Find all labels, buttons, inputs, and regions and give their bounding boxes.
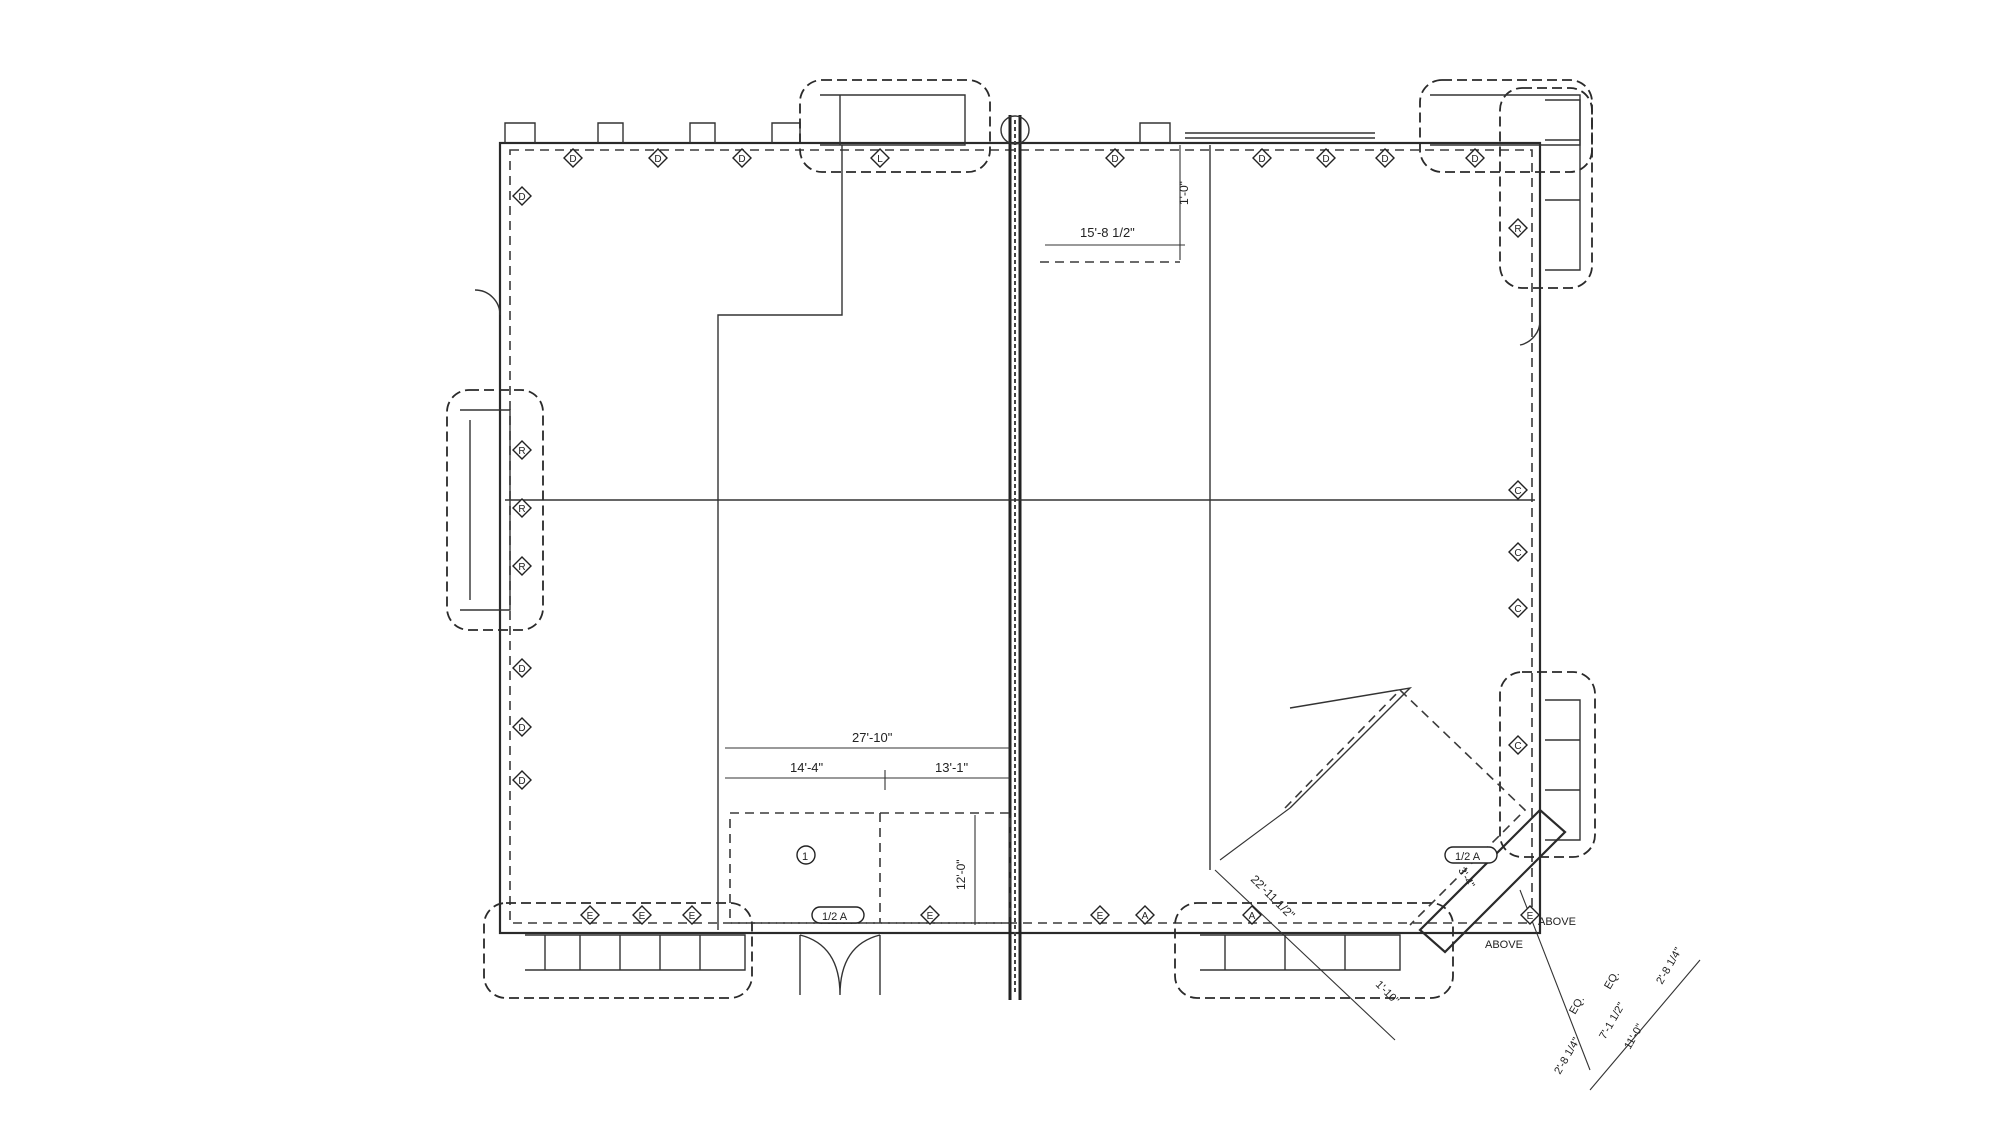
wall-tags: D D D L D D D D D D R R R D D D R C C C C E E E E E A A E (512, 148, 1540, 925)
wall-tag-top-3: D (732, 148, 752, 168)
window-details (460, 94, 1581, 971)
wall-tag-label: D (1322, 154, 1329, 165)
angled-vestibule (1214, 686, 1567, 1041)
dim-bottom-left: 14'-4" (790, 760, 824, 775)
wall-tag-left-7: D (512, 770, 532, 790)
wall-tag-left-6: D (512, 717, 532, 737)
dim-top-right-vertical: 1'-0" (1177, 181, 1191, 205)
wall-tag-left-5: D (512, 658, 532, 678)
wall-tag-label: E (587, 911, 594, 922)
dim-diagonal-small: 1'-10" (1373, 979, 1401, 1007)
wall-tag-left-1: D (512, 186, 532, 206)
wall-tag-bottom-2: E (632, 905, 652, 925)
wall-tag-bottom-3: E (682, 905, 702, 925)
wall-tag-bottom-1: E (580, 905, 600, 925)
wall-tag-label: R (518, 446, 525, 457)
wall-tag-label: C (1514, 604, 1521, 615)
above-label-1: ABOVE (1538, 916, 1576, 928)
wall-tag-label: R (1514, 224, 1521, 235)
wall-tag-label: D (1471, 154, 1478, 165)
wall-tag-right-1: R (1508, 218, 1528, 238)
wall-tag-label: C (1514, 548, 1521, 559)
wall-tag-label: D (569, 154, 576, 165)
wall-tag-top-9: D (1465, 148, 1485, 168)
wall-tag-label: A (1142, 911, 1149, 922)
wall-tag-bottom-5: E (1090, 905, 1110, 925)
wall-tag-left-3: R (512, 498, 532, 518)
wall-tag-top-8: D (1375, 148, 1395, 168)
dimension-lines (725, 244, 1701, 1091)
detail-callout-right: 1/2 A (1455, 851, 1481, 863)
dim-stack-a: 2'-8 1/4" (1552, 1036, 1583, 1077)
wall-tag-label: R (518, 504, 525, 515)
wall-tag-label: C (1514, 741, 1521, 752)
wall-tag-label: D (1111, 154, 1118, 165)
wall-tag-left-4: R (512, 556, 532, 576)
entry-doors (474, 289, 1541, 996)
dim-stack-b: 7'-1 1/2" (1597, 1001, 1628, 1042)
wall-tag-bottom-7: A (1242, 905, 1262, 925)
wall-tag-label: E (1097, 911, 1104, 922)
dim-top-right: 15'-8 1/2" (1080, 225, 1135, 240)
wall-tag-label: D (1258, 154, 1265, 165)
wall-tag-right-2: C (1508, 480, 1528, 500)
dim-bottom-right: 13'-1" (935, 760, 969, 775)
wall-tag-label: D (738, 154, 745, 165)
dim-eq-1: EQ. (1567, 994, 1587, 1016)
wall-tag-label: E (1527, 911, 1534, 922)
dim-bottom-overall: 27'-10" (852, 730, 893, 745)
revision-clouds (446, 79, 1596, 999)
wall-tag-bottom-6: A (1135, 905, 1155, 925)
wall-tag-label: E (639, 911, 646, 922)
wall-tag-bottom-4: E (920, 905, 940, 925)
interior-lines (505, 145, 1535, 930)
wall-tag-label: D (518, 664, 525, 675)
dim-eq-2: EQ. (1602, 969, 1622, 991)
dim-bottom-vertical: 12'-0" (954, 859, 968, 890)
wall-tag-label: A (1249, 911, 1256, 922)
wall-tag-label: L (877, 154, 883, 165)
above-label-2: ABOVE (1485, 939, 1523, 951)
wall-tag-left-2: R (512, 440, 532, 460)
wall-tag-label: D (1381, 154, 1388, 165)
dim-stack-c: 2'-8 1/4" (1654, 946, 1685, 987)
wall-tag-top-4: L (870, 148, 890, 168)
wall-tag-label: D (518, 776, 525, 787)
wall-tag-label: D (518, 723, 525, 734)
wall-tag-label: E (927, 911, 934, 922)
dimension-labels: 15'-8 1/2" 1'-0" 27'-10" 14'-4" 13'-1" 1… (790, 181, 1685, 1076)
wall-tag-right-4: C (1508, 598, 1528, 618)
wall-tag-right-3: C (1508, 542, 1528, 562)
dim-entry-small: 3'-4" (1455, 866, 1476, 891)
wall-tag-label: D (654, 154, 661, 165)
wall-tag-label: R (518, 562, 525, 573)
party-wall (1000, 115, 1030, 1000)
wall-tag-top-1: D (563, 148, 583, 168)
wall-tag-label: E (689, 911, 696, 922)
wall-tag-label: D (518, 192, 525, 203)
wall-tag-label: C (1514, 486, 1521, 497)
wall-tag-top-7: D (1316, 148, 1336, 168)
wall-tag-top-2: D (648, 148, 668, 168)
dashed-room (729, 812, 1011, 924)
keynote-1: 1 (802, 851, 808, 863)
callouts: 1/2 A 1/2 A ABOVE ABOVE 1 (796, 845, 1576, 951)
wall-tag-right-5: C (1508, 735, 1528, 755)
wall-tag-top-6: D (1252, 148, 1272, 168)
dim-stack-total: 11'-0" (1622, 1022, 1646, 1052)
wall-tag-top-5: D (1105, 148, 1125, 168)
wall-tag-bottom-8: E (1520, 905, 1540, 925)
detail-callout-left: 1/2 A (822, 911, 848, 923)
